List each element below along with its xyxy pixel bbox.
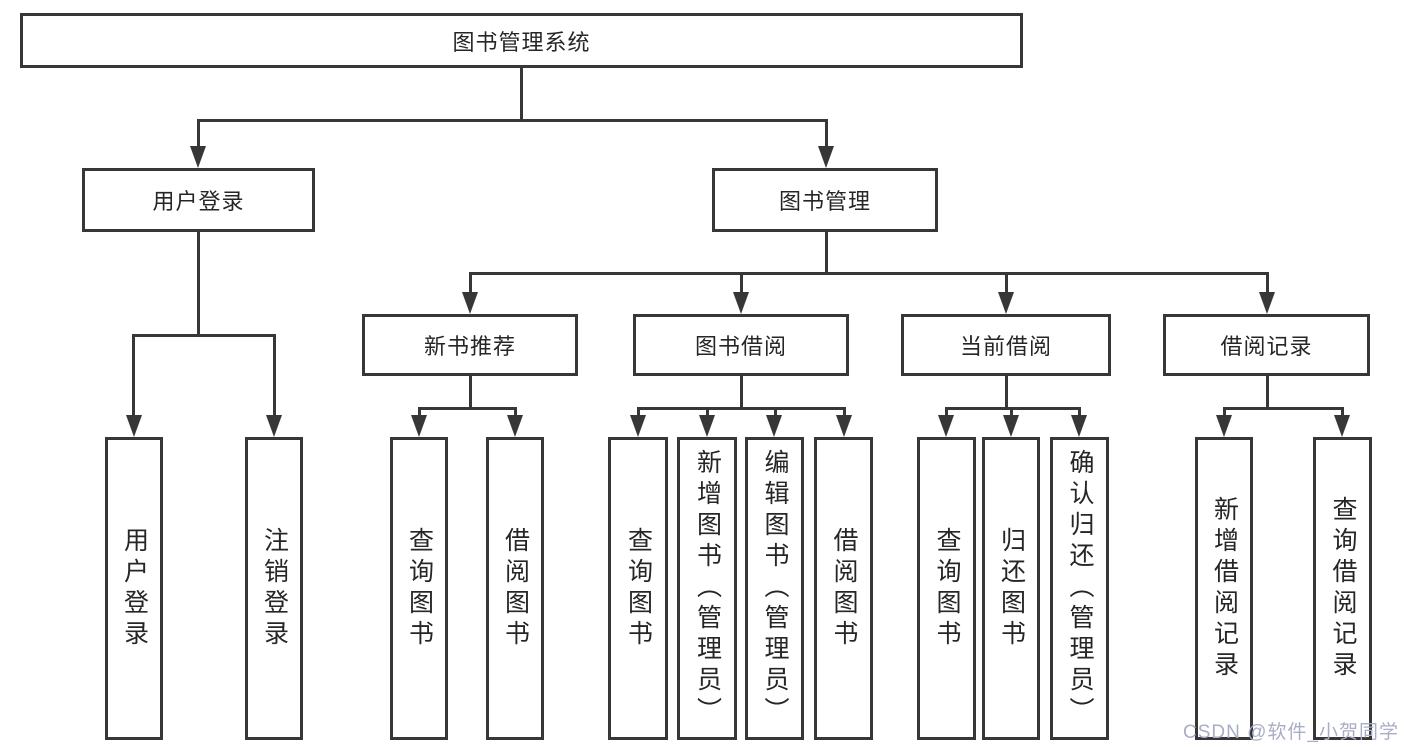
arrowhead-down-icon [630, 415, 646, 437]
connector-vline [469, 376, 472, 410]
connector-hline [132, 334, 276, 337]
leaf-br-query-record: 查询借阅记录 [1313, 437, 1372, 740]
connector-vline [1223, 407, 1226, 421]
connector-vline [825, 232, 828, 275]
connector-vline [1005, 376, 1008, 410]
connector-hline [1223, 407, 1344, 410]
leaf-label: 查询图书 [933, 526, 961, 651]
connector-hline [637, 407, 845, 410]
leaf-label: 归还图书 [997, 526, 1026, 651]
node-book-borrowing: 图书借阅 [633, 314, 849, 376]
connector-vline [132, 334, 135, 419]
node-current-borrowing: 当前借阅 [901, 314, 1111, 376]
leaf-cb-return-books: 归还图书 [982, 437, 1040, 740]
leaf-label: 新增借阅记录 [1210, 495, 1239, 682]
leaf-label: 确认归还（管理员） [1066, 449, 1094, 728]
connector-vline [1005, 272, 1008, 296]
connector-vline [514, 407, 517, 421]
node-new-book-recommendation: 新书推荐 [362, 314, 578, 376]
connector-vline [774, 407, 777, 421]
arrowhead-down-icon [507, 415, 523, 437]
arrowhead-down-icon [462, 292, 478, 314]
arrowhead-down-icon [998, 292, 1014, 314]
arrowhead-down-icon [1003, 415, 1019, 437]
connector-vline [197, 119, 200, 150]
node-user-login: 用户登录 [82, 168, 315, 232]
arrowhead-down-icon [836, 415, 852, 437]
leaf-logout: 注销登录 [245, 437, 303, 740]
connector-vline [469, 272, 472, 296]
leaf-bb-add-book-admin: 新增图书（管理员） [677, 437, 737, 740]
arrowhead-down-icon [733, 292, 749, 314]
connector-vline [273, 334, 276, 419]
connector-vline [740, 376, 743, 410]
leaf-label: 查询借阅记录 [1329, 495, 1357, 682]
arrowhead-down-icon [190, 146, 206, 168]
leaf-label: 借阅图书 [501, 526, 530, 651]
connector-vline [1078, 407, 1081, 421]
connector-vline [637, 407, 640, 421]
arrowhead-down-icon [766, 415, 782, 437]
connector-hline [197, 119, 828, 122]
arrowhead-down-icon [938, 415, 954, 437]
connector-hline [469, 272, 1269, 275]
arrowhead-down-icon [411, 415, 427, 437]
arrowhead-down-icon [699, 415, 715, 437]
connector-vline [197, 232, 200, 337]
connector-vline [1266, 376, 1269, 410]
arrowhead-down-icon [1259, 292, 1275, 314]
arrowhead-down-icon [126, 415, 142, 437]
arrowhead-down-icon [818, 146, 834, 168]
node-book-management: 图书管理 [712, 168, 938, 232]
connector-vline [1010, 407, 1013, 421]
connector-vline [520, 68, 523, 122]
connector-vline [418, 407, 421, 421]
connector-vline [1266, 272, 1269, 296]
leaf-label: 用户登录 [120, 526, 149, 651]
arrowhead-down-icon [1071, 415, 1087, 437]
connector-vline [706, 407, 709, 421]
leaf-cb-query-books: 查询图书 [917, 437, 976, 740]
leaf-nb-borrow-books: 借阅图书 [486, 437, 544, 740]
arrowhead-down-icon [1216, 415, 1232, 437]
leaf-bb-edit-book-admin: 编辑图书（管理员） [745, 437, 804, 740]
arrowhead-down-icon [266, 415, 282, 437]
node-root: 图书管理系统 [20, 13, 1023, 68]
connector-vline [945, 407, 948, 421]
connector-vline [825, 119, 828, 150]
leaf-label: 借阅图书 [830, 526, 858, 651]
connector-hline [945, 407, 1081, 410]
node-borrowing-records: 借阅记录 [1163, 314, 1370, 376]
connector-vline [843, 407, 846, 421]
connector-hline [418, 407, 517, 410]
leaf-label: 查询图书 [405, 526, 434, 651]
leaf-bb-borrow-books: 借阅图书 [814, 437, 873, 740]
arrowhead-down-icon [1334, 415, 1350, 437]
leaf-user-login: 用户登录 [105, 437, 163, 740]
leaf-label: 新增图书（管理员） [693, 449, 722, 728]
leaf-label: 注销登录 [260, 526, 289, 651]
leaf-label: 查询图书 [624, 526, 653, 651]
leaf-br-add-record: 新增借阅记录 [1195, 437, 1253, 740]
watermark: CSDN @软件_小贺同学 [1183, 722, 1399, 743]
connector-vline [740, 272, 743, 296]
leaf-nb-query-books: 查询图书 [390, 437, 448, 740]
connector-vline [1341, 407, 1344, 421]
leaf-label: 编辑图书（管理员） [761, 449, 789, 728]
leaf-bb-query-books: 查询图书 [608, 437, 668, 740]
leaf-cb-confirm-return-admin: 确认归还（管理员） [1050, 437, 1109, 740]
